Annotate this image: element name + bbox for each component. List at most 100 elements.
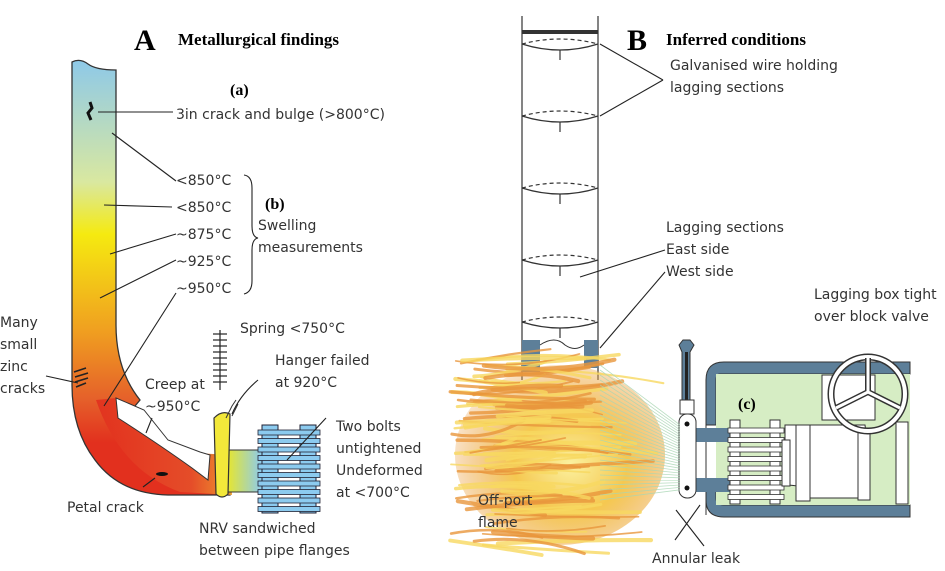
flange-bolt xyxy=(257,489,321,495)
flange-bolt xyxy=(257,463,321,470)
leak-ray xyxy=(599,369,681,428)
label-temp-2: <850°C xyxy=(176,200,232,216)
leader-lines-b xyxy=(579,43,705,547)
petal-crack-mark xyxy=(156,472,168,476)
wire-ring-front xyxy=(521,321,599,329)
flame-streak xyxy=(448,390,596,401)
panel-a-letter: A xyxy=(134,24,156,57)
flame-streak xyxy=(457,377,521,384)
flame-streak xyxy=(469,438,542,454)
lagging-column xyxy=(521,16,599,380)
wire-ring-back xyxy=(521,38,599,45)
leak-ray xyxy=(599,394,681,440)
flame-streak xyxy=(495,537,654,546)
panel-b-letter: B xyxy=(627,24,648,57)
leak-ray xyxy=(599,484,681,491)
flame-streak xyxy=(485,453,561,469)
flame-streak xyxy=(460,355,587,363)
leak-ray xyxy=(599,482,681,486)
flange-bolt xyxy=(257,497,321,504)
valve-bolt xyxy=(727,475,785,481)
leak-ray xyxy=(599,379,681,433)
label-lagging-box: Lagging box tight over block valve xyxy=(814,287,937,325)
flange-bolt xyxy=(257,480,321,487)
column-base-wave xyxy=(539,339,585,349)
nrv-disc xyxy=(213,412,231,498)
panel-a-title: Metallurgical findings xyxy=(178,30,340,49)
flame-streak xyxy=(469,398,603,405)
label-lagging-sections: Lagging sections East side West side xyxy=(666,220,784,280)
spectacle-blind xyxy=(678,339,697,499)
wire-ring-front xyxy=(521,259,599,267)
flange-bolt xyxy=(257,472,321,478)
wire-ring-back xyxy=(521,254,599,261)
flame-streak xyxy=(481,357,617,372)
leak-ray xyxy=(599,404,681,445)
flame-streak xyxy=(491,529,596,541)
valve-bolt xyxy=(727,484,785,491)
label-swelling: Swelling measurements xyxy=(258,218,363,256)
wire-ring-front xyxy=(521,115,599,123)
valve-bolt xyxy=(727,446,785,453)
panel-b-title: Inferred conditions xyxy=(666,30,806,49)
leak-ray xyxy=(599,424,681,455)
wire-ring-back xyxy=(521,316,599,323)
leak-ray xyxy=(599,374,681,431)
leak-ray xyxy=(599,454,681,469)
flame-streak xyxy=(494,513,640,518)
label-petal-crack: Petal crack xyxy=(67,500,144,516)
flame-streak xyxy=(463,417,551,430)
label-off-port-flame: Off-port flame xyxy=(478,493,533,531)
swelling-brace xyxy=(243,174,259,295)
pipe-riser xyxy=(71,59,231,496)
flame-streak xyxy=(484,453,588,463)
leak-ray xyxy=(599,389,681,438)
leak-ray xyxy=(599,414,681,450)
label-nrv: NRV sandwiched between pipe flanges xyxy=(199,521,350,559)
elbow-inner-gap xyxy=(115,397,211,481)
valve-bolt xyxy=(727,494,785,500)
flame-streak xyxy=(453,484,591,500)
wire-ring-back xyxy=(521,182,599,189)
flame-streak xyxy=(505,448,577,462)
leak-ray xyxy=(599,474,681,479)
valve-bolt xyxy=(727,465,785,472)
label-spring: Spring <750°C xyxy=(240,321,345,337)
leak-ray xyxy=(599,464,681,474)
label-temp-4: ~925°C xyxy=(176,254,232,270)
wire-ring-front xyxy=(521,43,599,51)
leak-ray xyxy=(599,444,681,464)
leak-ray xyxy=(599,364,681,426)
flame-streak xyxy=(483,424,592,436)
tag-b: (b) xyxy=(265,196,285,213)
flame xyxy=(448,348,681,557)
flame-streak xyxy=(505,524,606,532)
label-crack-bulge: 3in crack and bulge (>800°C) xyxy=(176,107,385,123)
flame-streak xyxy=(448,538,544,557)
zinc-cracks-mark xyxy=(73,367,89,388)
leak-ray xyxy=(599,459,681,471)
flame-streak xyxy=(458,481,589,488)
valve-bolt xyxy=(727,437,785,443)
label-hanger: Hanger failed at 920°C xyxy=(275,353,370,391)
valve-bolt xyxy=(727,456,785,462)
label-zinc-cracks: Many small zinc cracks xyxy=(0,315,46,397)
leak-ray xyxy=(599,399,681,443)
flame-streak xyxy=(490,507,642,515)
leak-ray xyxy=(599,487,681,496)
leak-ray xyxy=(599,419,681,452)
leader-lines-a xyxy=(45,111,327,488)
flame-streak xyxy=(471,383,564,397)
flame-streak xyxy=(477,406,547,413)
wire-ring-back xyxy=(521,110,599,117)
tag-c: (c) xyxy=(738,396,756,413)
spring-icon xyxy=(213,330,227,390)
leak-ray xyxy=(599,409,681,447)
flange-bolt xyxy=(257,429,321,436)
label-temp-1: <850°C xyxy=(176,173,232,189)
crack-mark xyxy=(86,101,94,121)
flame-streak xyxy=(494,459,655,473)
pipe-flange xyxy=(257,424,321,514)
label-temp-5: ~950°C xyxy=(176,281,232,297)
